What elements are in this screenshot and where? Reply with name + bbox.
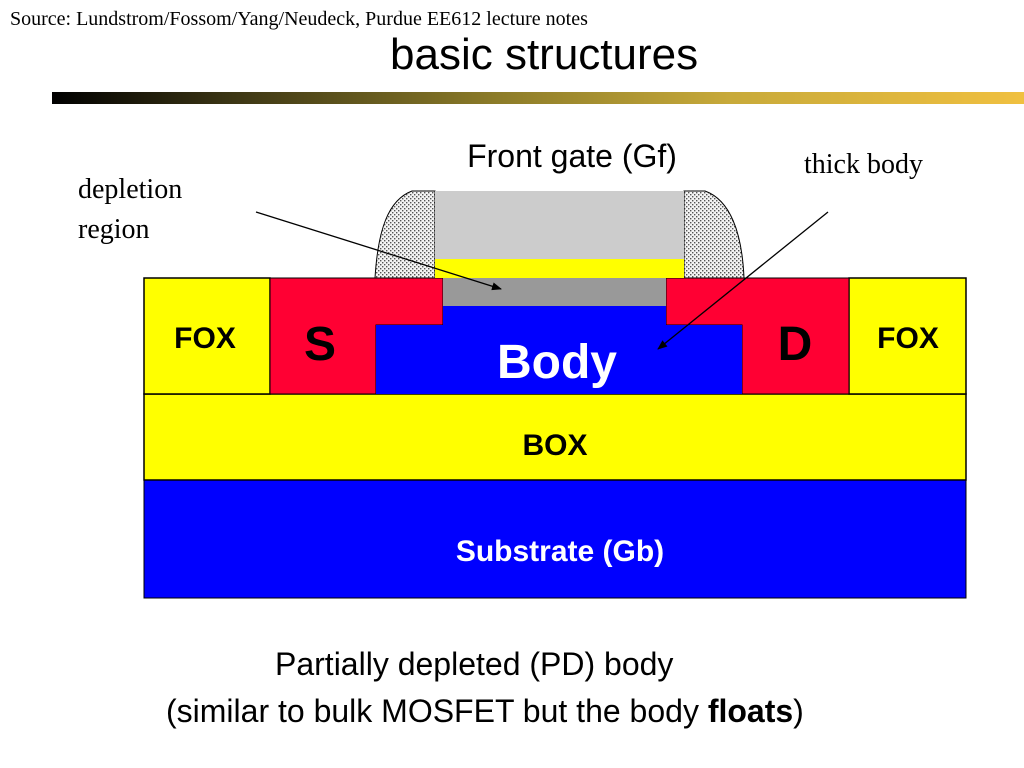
body-label: Body bbox=[497, 336, 617, 389]
caption-line2-suffix: ) bbox=[793, 693, 804, 729]
substrate-layer bbox=[143, 479, 967, 599]
depletion-label-line2: region bbox=[78, 214, 150, 245]
caption-line1: Partially depleted (PD) body bbox=[275, 646, 674, 682]
source-citation: Source: Lundstrom/Fossom/Yang/Neudeck, P… bbox=[10, 8, 588, 30]
fox-right-label: FOX bbox=[877, 322, 939, 355]
title-divider bbox=[52, 92, 1024, 104]
caption-line2: (similar to bulk MOSFET but the body flo… bbox=[166, 693, 804, 730]
front-gate-label: Front gate (Gf) bbox=[467, 138, 677, 174]
fox-left-region bbox=[143, 277, 271, 395]
substrate-label: Substrate (Gb) bbox=[456, 535, 664, 568]
spacer-right bbox=[683, 190, 745, 279]
depletion-arrow bbox=[255, 211, 502, 291]
box-layer bbox=[143, 393, 967, 481]
fox-right-region bbox=[848, 277, 967, 395]
depletion-region bbox=[443, 278, 666, 306]
body-region bbox=[376, 306, 742, 394]
slide-title: basic structures bbox=[390, 30, 699, 79]
gate-oxide bbox=[435, 259, 684, 278]
depletion-label-line1: depletion bbox=[78, 174, 183, 205]
caption-floats: floats bbox=[707, 693, 794, 729]
source-label: S bbox=[304, 318, 336, 371]
fox-left-label: FOX bbox=[174, 322, 236, 355]
caption-line2-prefix: (similar to bulk MOSFET but the body bbox=[166, 693, 708, 729]
thick-body-annotation: thick body bbox=[804, 149, 923, 180]
drain-label: D bbox=[778, 318, 813, 371]
box-label: BOX bbox=[522, 429, 587, 462]
depletion-annotation: depletion region bbox=[78, 170, 182, 250]
thick-body-arrow bbox=[657, 211, 829, 350]
spacer-left bbox=[374, 190, 436, 279]
front-gate-electrode bbox=[435, 191, 684, 259]
